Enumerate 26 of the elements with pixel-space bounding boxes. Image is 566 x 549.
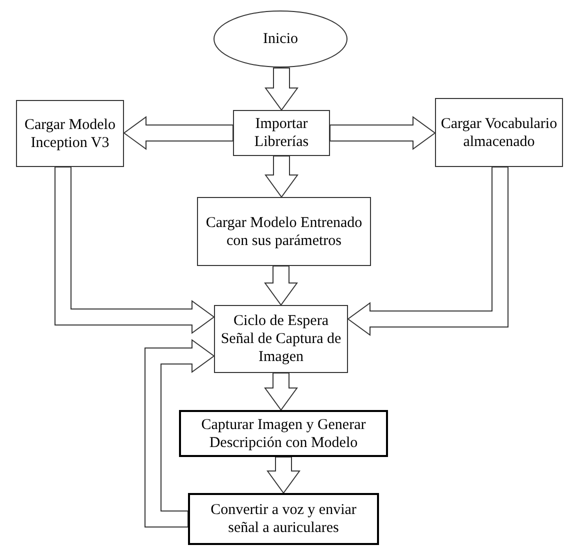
- node-label: Cargar Modelo Entrenado con sus parámetros: [204, 214, 364, 250]
- process-box: [214, 305, 348, 373]
- block-arrow: [264, 372, 298, 411]
- block-arrow: [264, 266, 298, 306]
- node-label: Inicio: [263, 30, 298, 48]
- block-arrow: [330, 116, 436, 150]
- node-label: Ciclo de Espera Señal de Captura de Imagen: [220, 312, 342, 366]
- block-arrow: [54, 166, 215, 334]
- process-box: [435, 98, 563, 167]
- process-box: [233, 110, 330, 156]
- node-label: Cargar Modelo Inception V3: [24, 116, 116, 152]
- start-ellipse: [213, 10, 348, 68]
- block-arrow: [123, 116, 234, 150]
- node-label: Cargar Vocabulario almacenado: [440, 114, 558, 150]
- node-label: Convertir a voz y enviar señal a auriculares: [210, 501, 358, 537]
- block-arrow: [144, 339, 215, 528]
- process-box: [197, 197, 371, 266]
- process-box: [179, 410, 388, 457]
- node-label: Importar Librerías: [253, 115, 310, 151]
- block-arrow: [266, 456, 300, 494]
- block-arrow: [264, 68, 298, 111]
- node-label: Capturar Imagen y Generar Descripción con Modelo: [200, 416, 367, 452]
- process-box: [16, 100, 124, 167]
- process-box: [188, 493, 379, 545]
- block-arrow: [264, 156, 298, 198]
- block-arrow: [347, 166, 508, 336]
